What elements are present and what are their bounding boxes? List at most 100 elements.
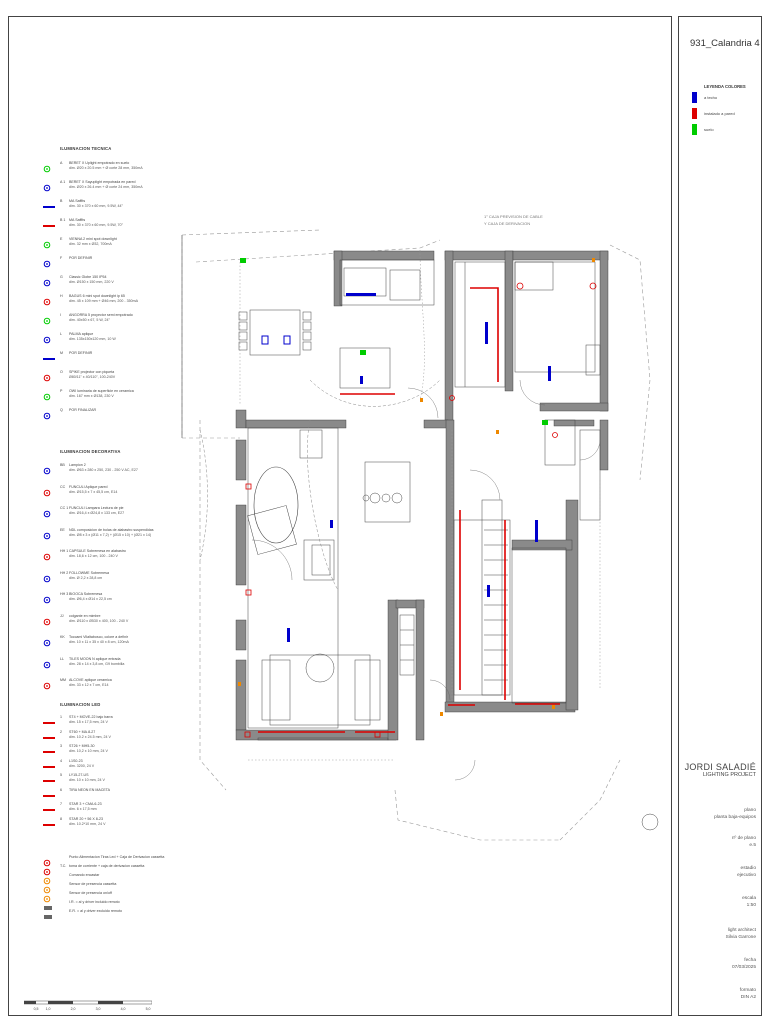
legend-name: PALMA aplique (69, 332, 94, 336)
legend-spec: dim. 18,6 x 12 cm, 100 - 240 V (69, 554, 118, 558)
legend-symbol-icon (42, 743, 56, 753)
legend-symbol-icon (42, 236, 56, 249)
legend-symbol-icon (42, 527, 56, 539)
legend-name: ALCOVE aplique ceramica (69, 678, 112, 682)
legend-symbol-icon (42, 772, 56, 782)
legend-symbol-icon (42, 890, 56, 903)
legend-name: POR FINALIZAR (69, 408, 97, 412)
legend-code: G (60, 275, 63, 279)
legend-name: Lampion 2 (69, 463, 86, 467)
legend-symbol-icon (42, 312, 56, 325)
legend-symbol-icon (42, 274, 56, 287)
escala-label: escala (742, 896, 756, 901)
legend-spec: Ø80/11" x 40/110", 100-240V (69, 375, 116, 379)
legend-name: ST60 + MA.8-27 (69, 729, 96, 734)
legend-code: HH 2 (60, 570, 69, 575)
legend-name: FOLLOWME Sobremesa (69, 570, 109, 575)
fecha-value: 07/03/2025 (731, 964, 756, 970)
company-subtitle: LIGHTING PROJECT (702, 772, 756, 778)
legend-code: P (60, 389, 63, 393)
pendant-ee (362, 492, 403, 504)
scale-tick-label: 1,0 (46, 1007, 51, 1011)
legend-spec: dim. Ø110 x Ø530 x 400, 100 - 240 V (69, 618, 129, 623)
numero-block: nº de plano e.5 (732, 836, 756, 849)
legend-symbol-icon (42, 484, 56, 496)
coffee-table (305, 653, 335, 683)
legend-spec: dim. 6 x 17,5 mm (69, 807, 97, 811)
legend-name: Sensor de presencia on/off (69, 891, 112, 895)
legend-name: colgante en mimbre (69, 613, 101, 618)
legend-symbol-icon (42, 634, 56, 647)
color-legend-label: a techo (704, 95, 718, 100)
company-name: JORDI SALADIÉ (684, 762, 756, 772)
walls (235, 250, 609, 741)
architect-block: light architect Silvia Garrone (726, 928, 756, 941)
legend-symbol-icon (42, 369, 56, 382)
legend-symbol-icon (42, 899, 56, 910)
legend-symbol-icon (42, 505, 56, 518)
legend-symbol-icon (42, 656, 56, 668)
legend-spec: dim. 30 x 370 x 60 mm, 9.5W, 44° (69, 204, 123, 208)
scale-tick-label: 5,0 (146, 1007, 151, 1011)
legend-symbol-icon (42, 198, 56, 208)
legend-name: BERET X Sayuplight empotrada en pared (69, 180, 136, 184)
plano-value: planta baja-equipos (714, 814, 756, 820)
legend-code: 7 (60, 802, 62, 806)
legend-code: B (60, 199, 63, 203)
legend-name: MA Saffits (69, 218, 86, 222)
architect-label: light architect (727, 928, 756, 933)
fecha-label: fecha (744, 958, 756, 963)
orange-sensors (238, 258, 595, 716)
door-swings (251, 379, 601, 781)
legend-code: 3 (60, 744, 62, 748)
legend-code: 5 (60, 773, 62, 777)
plano-label: plano (744, 808, 756, 813)
legend-symbol-icon (42, 714, 56, 724)
legend-name: BERET X Uplight empotrado en suelo (69, 161, 130, 165)
legend-spec: dim. Ø8 x 3 x (Ø11 x 7,2) + (Ø15 x 10) +… (69, 532, 152, 537)
estadio-value: ejecutivo (737, 872, 756, 878)
legend-code: CC (60, 484, 66, 489)
legend-name: BIOOCA Sobremesa (69, 592, 103, 596)
legend-code: 6 (60, 787, 62, 792)
ceiling-fixtures (287, 293, 551, 642)
legend-spec: dim. 28 x 14 x 3,8 cm, G9 bombilla (69, 661, 125, 666)
color-legend-title: LEYENDA COLORES (704, 84, 746, 89)
dining-table (238, 309, 312, 356)
fecha-block: fecha 07/03/2025 (732, 958, 756, 971)
wall-fixtures (244, 282, 597, 738)
cable-note-1: 1° CAJA PREVISION DE CABLE (484, 214, 543, 219)
company-block: JORDI SALADIÉ LIGHTING PROJECT (685, 762, 756, 778)
legend-code: M (60, 351, 63, 355)
legend-code: 2 (60, 729, 62, 734)
legend-name: toma de corriente + caja de derivacion c… (69, 864, 145, 868)
cable-runs (239, 249, 601, 761)
legend-symbol-icon (42, 863, 56, 876)
legend-spec: dim. 32 mm x Ø32, 700mA (69, 242, 112, 246)
legend-spec: dim. 3200, 24 V (69, 763, 95, 768)
legend-symbol-icon (42, 729, 56, 739)
legend-spec: dim. Ø6,4 x Ø14 x 22,5 cm (69, 597, 112, 601)
legend-name: Comando encastar (69, 873, 100, 877)
legend-spec: dim. 10.2 x 24.5 mm, 24 V (69, 734, 111, 739)
legend-code: LL (60, 656, 64, 661)
legend-name: TIRA NEON EN MACETA (69, 787, 111, 792)
legend-name: L1S0-23 (69, 758, 83, 763)
legend-name: ST26 + MH5-30 (69, 744, 95, 748)
color-legend-label: instalado a pared (704, 111, 735, 116)
legend-symbol-icon (42, 388, 56, 401)
legend-spec: dim. Ø150 x 150 mm, 220 V (69, 280, 114, 284)
legend-spec: dim. Ø15,5 x 7 x 45,5 cm, E14 (69, 489, 118, 494)
legend-symbol-icon (42, 758, 56, 768)
legend-symbol-icon (42, 908, 56, 919)
legend-name: LY15-27-US (69, 773, 89, 777)
legend-symbol-icon (42, 217, 56, 227)
legend-name: STAR 3 + CMA.6-23 (69, 802, 102, 806)
legend-symbol-icon (42, 548, 56, 561)
escala-block: escala 1:50 (742, 896, 756, 909)
scale-tick-label: 0,5 (34, 1007, 39, 1011)
color-swatch (692, 124, 697, 135)
legend-code: 4 (60, 758, 62, 763)
legend-symbol-icon (42, 591, 56, 604)
